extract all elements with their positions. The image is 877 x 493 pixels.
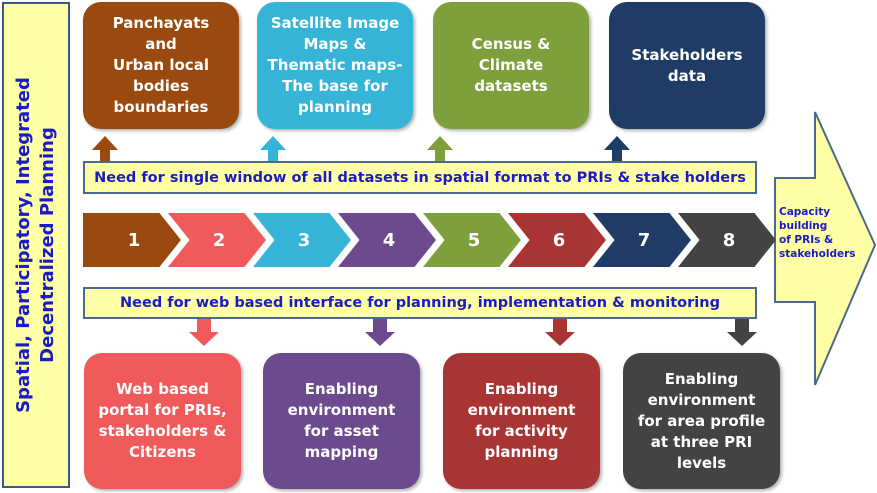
box-web-portal: Web based portal for PRIs, stakeholders …: [84, 353, 241, 489]
up-arrow-icon: [92, 136, 118, 162]
down-arrow-icon: [189, 318, 219, 346]
down-arrow-icon: [365, 318, 395, 346]
banner-single-window: Need for single window of all datasets i…: [83, 161, 757, 194]
down-arrow-icon: [545, 318, 575, 346]
banner-web-interface: Need for web based interface for plannin…: [83, 287, 757, 319]
box-satellite-maps: Satellite Image Maps & Thematic maps- Th…: [257, 2, 413, 129]
box-panchayat-boundaries: Panchayats and Urban local bodies bounda…: [83, 2, 239, 129]
step-1: 1: [83, 213, 181, 267]
box-area-profile: Enabling environment for area profile at…: [623, 353, 780, 489]
capacity-building-label: Capacity building of PRIs & stakeholders: [779, 206, 856, 260]
box-asset-mapping: Enabling environment for asset mapping: [263, 353, 420, 489]
up-arrow-icon: [260, 136, 286, 162]
box-activity-planning: Enabling environment for activity planni…: [443, 353, 600, 489]
box-stakeholders-data: Stakeholders data: [609, 2, 765, 129]
box-census-climate: Census & Climate datasets: [433, 2, 589, 129]
down-arrow-icon: [727, 318, 757, 346]
capacity-arrow-shape: [774, 111, 877, 386]
step-7: 7: [593, 213, 691, 267]
up-arrow-icon: [427, 136, 453, 162]
up-arrow-icon: [604, 136, 630, 162]
